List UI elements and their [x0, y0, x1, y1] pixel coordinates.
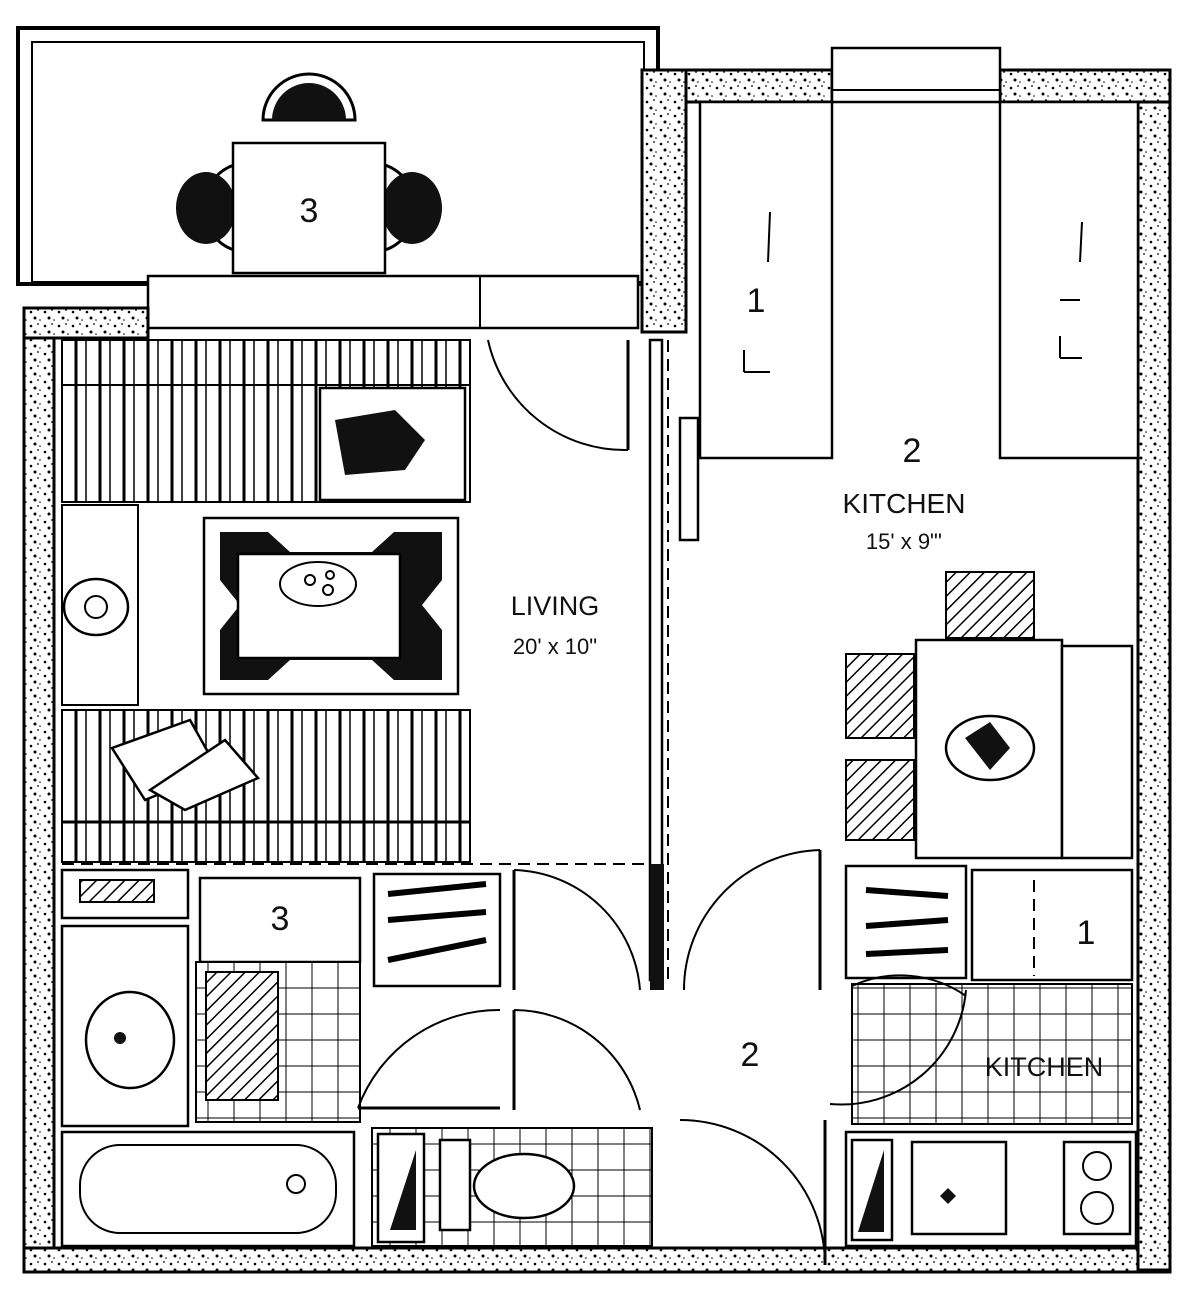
hall-door-right-swing: [683, 849, 821, 991]
dining-chair-left-2: [845, 759, 915, 841]
entry-door-swing: [679, 1119, 826, 1266]
hall-label: 2: [741, 1036, 760, 1074]
toilet-tank: [438, 1138, 472, 1232]
bench: [1060, 644, 1134, 860]
kitchen-top-window: [830, 46, 1002, 104]
kitchen-main-label: KITCHEN: [843, 488, 966, 519]
laundry-label: 3: [271, 900, 290, 938]
kitchen-left-panel-label: 1: [747, 282, 766, 320]
fruit-bowl-icon: [279, 561, 357, 607]
bathtub: [60, 1130, 356, 1248]
living-room: LIVING 20' x 10": [61, 339, 650, 865]
balcony: 3: [16, 26, 660, 330]
counter: [970, 868, 1134, 982]
toilet-icon: [472, 1152, 576, 1220]
exterior-walls: [22, 46, 1172, 1274]
kitchen-left-panel: [698, 100, 834, 460]
living-door-swing: [487, 339, 629, 452]
hall-door-left-swing: [513, 869, 641, 991]
balcony-table-label: 3: [300, 192, 319, 230]
sink-icon: [84, 990, 176, 1090]
balcony-chair-top: [261, 72, 357, 122]
kitchen-main-size: 15' x 9"': [866, 529, 942, 554]
bathroom-area: 3: [60, 868, 653, 1248]
living-room-label: LIVING: [511, 591, 600, 621]
burner-icon: [1080, 1191, 1114, 1225]
living-room-size: 20' x 10": [513, 634, 597, 659]
sliding-door: [678, 416, 700, 542]
dining-chair-left-1: [845, 653, 915, 739]
dining-chair-top: [945, 571, 1035, 639]
sofa: [61, 709, 471, 863]
laundry-cabinet: [198, 876, 362, 964]
hallway: 2: [512, 849, 827, 1266]
balcony-chair-right: [382, 162, 442, 253]
balcony-chair-left: [176, 162, 236, 253]
sink-basin: [910, 1140, 1008, 1236]
bath-door-swing: [357, 1008, 501, 1109]
kitchen-right-panel: [998, 100, 1140, 460]
lamp-icon: [62, 577, 130, 637]
side-table: [61, 504, 139, 706]
kitchen-small-label: KITCHEN: [985, 1052, 1104, 1082]
drain-icon: [286, 1174, 306, 1194]
stove: [1062, 1140, 1132, 1236]
shower-mat: [205, 971, 279, 1101]
burner-icon: [1082, 1151, 1112, 1181]
balcony-sill: [146, 274, 640, 330]
kitchen-center-label: 2: [903, 432, 922, 470]
kitchen-main: 1 2 KITCHEN 15' x 9"': [678, 100, 1140, 860]
kitchen-floor-tiles: [851, 983, 1133, 1125]
counter-label: 1: [1077, 914, 1096, 952]
balcony-table: [231, 141, 387, 275]
kitchen-door-swing: [829, 989, 967, 1106]
kitchen-small: 1 KITCHEN: [829, 864, 1138, 1248]
